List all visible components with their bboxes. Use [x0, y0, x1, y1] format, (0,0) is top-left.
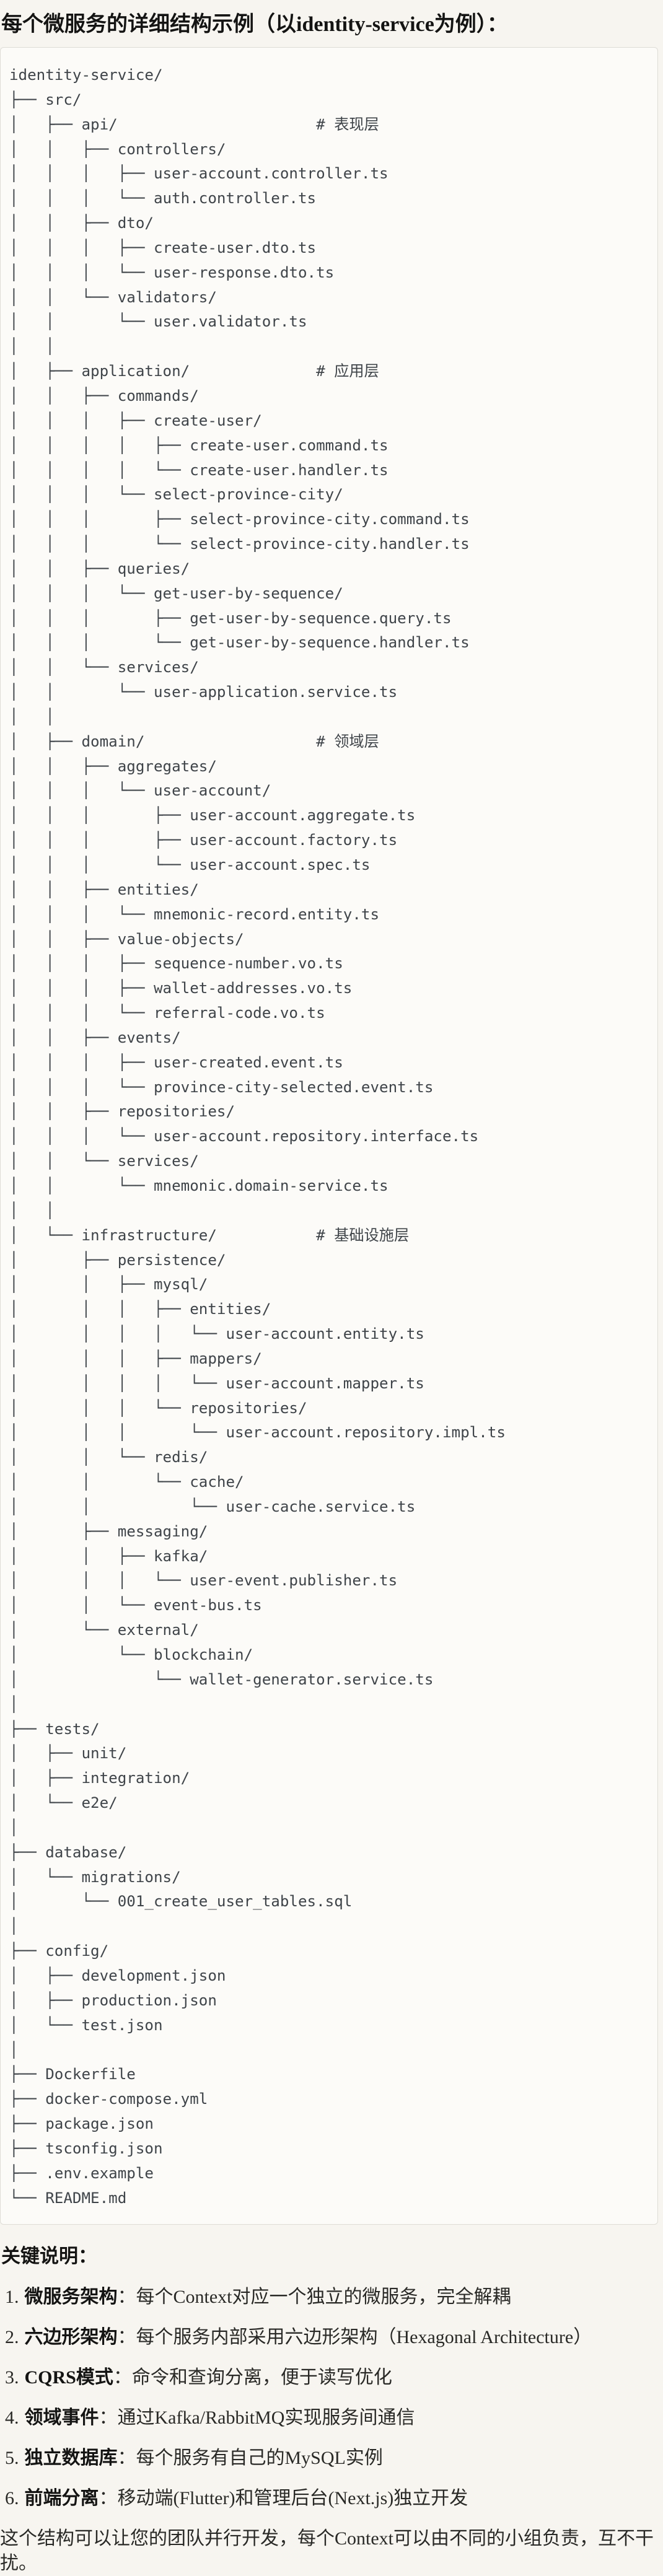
note-item-3: 3.CQRS模式：命令和查询分离，便于读写优化 — [5, 2365, 658, 2390]
note-item-5: 5.独立数据库：每个服务有自己的MySQL实例 — [5, 2446, 658, 2471]
note-number: 4. — [5, 2407, 19, 2429]
note-item-6: 6.前端分离：移动端(Flutter)和管理后台(Next.js)独立开发 — [5, 2486, 658, 2511]
note-text: ：每个服务有自己的MySQL实例 — [117, 2448, 383, 2469]
note-label: 六边形架构 — [24, 2327, 118, 2348]
note-number: 1. — [5, 2287, 19, 2308]
note-label: 前端分离 — [24, 2488, 99, 2509]
note-label: 领域事件 — [24, 2407, 99, 2429]
note-number: 3. — [5, 2367, 19, 2388]
note-number: 2. — [5, 2327, 19, 2348]
note-label: 微服务架构 — [24, 2287, 118, 2308]
note-item-2: 2.六边形架构：每个服务内部采用六边形架构（Hexagonal Architec… — [5, 2325, 658, 2350]
directory-tree-code-block: identity-service/ ├── src/ │ ├── api/ # … — [9, 66, 506, 2207]
note-text: ：每个Context对应一个独立的微服务，完全解耦 — [117, 2287, 511, 2308]
note-label: 独立数据库 — [24, 2448, 118, 2469]
note-text: ：每个服务内部采用六边形架构（Hexagonal Architecture） — [117, 2327, 592, 2348]
note-number: 5. — [5, 2448, 19, 2469]
note-text: ：移动端(Flutter)和管理后台(Next.js)独立开发 — [99, 2488, 468, 2509]
page-title: 每个微服务的详细结构示例（以identity-service为例）： — [1, 13, 508, 36]
code-block-card: identity-service/ ├── src/ │ ├── api/ # … — [0, 47, 658, 2225]
page-root: { "doc": { "title": "每个微服务的详细结构示例（以ident… — [0, 10, 663, 2574]
note-number: 6. — [5, 2488, 19, 2509]
closing-paragraph: 这个结构可以让您的团队并行开发，每个Context可以由不同的小组负责，互不干扰… — [0, 2528, 654, 2574]
note-item-1: 1.微服务架构：每个Context对应一个独立的微服务，完全解耦 — [5, 2285, 658, 2310]
document-content: 每个微服务的详细结构示例（以identity-service为例）： ident… — [0, 10, 658, 2576]
note-item-4: 4.领域事件：通过Kafka/RabbitMQ实现服务间通信 — [5, 2406, 658, 2430]
note-text: ：通过Kafka/RabbitMQ实现服务间通信 — [99, 2407, 415, 2429]
note-text: ：命令和查询分离，便于读写优化 — [113, 2367, 392, 2388]
note-label: CQRS模式 — [24, 2367, 113, 2388]
notes-heading: 关键说明： — [1, 2245, 97, 2267]
